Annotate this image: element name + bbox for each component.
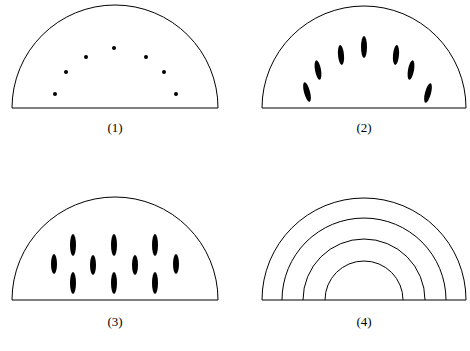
elongated-mark (313, 60, 322, 81)
dot-group (53, 46, 178, 96)
elongated-mark (423, 83, 434, 104)
dot (84, 55, 88, 59)
semicircle-outline (262, 6, 466, 108)
elongated-mark (152, 272, 158, 294)
elongated-mark (337, 45, 345, 65)
dot (112, 46, 116, 50)
concentric-arc (325, 261, 403, 300)
dot (64, 70, 68, 74)
elongated-mark (392, 45, 400, 65)
dot (174, 92, 178, 96)
concentric-arc (282, 218, 446, 300)
ellipse-arc-group (302, 36, 434, 103)
elongated-mark (90, 255, 96, 275)
concentric-arc (303, 239, 425, 300)
elongated-mark (111, 272, 117, 294)
elongated-mark (173, 254, 179, 274)
elongated-mark (111, 234, 117, 256)
semicircle-outline (12, 5, 218, 108)
elongated-mark (132, 255, 138, 275)
elongated-mark (152, 234, 158, 256)
ellipse-grid-group (51, 234, 179, 294)
dot (53, 92, 57, 96)
figure-number: (2) (356, 121, 371, 134)
dot (144, 55, 148, 59)
elongated-mark (51, 254, 57, 274)
elongated-mark (361, 36, 367, 58)
elongated-mark (406, 60, 415, 81)
figure-number: (4) (356, 315, 371, 328)
elongated-mark (70, 272, 76, 294)
elongated-mark (70, 234, 76, 256)
dot (162, 70, 166, 74)
figure-number: (3) (107, 315, 122, 328)
figure-number: (1) (107, 121, 122, 134)
semicircle-outline (12, 197, 218, 300)
semicircle-outline (262, 198, 466, 300)
elongated-mark (302, 82, 313, 103)
